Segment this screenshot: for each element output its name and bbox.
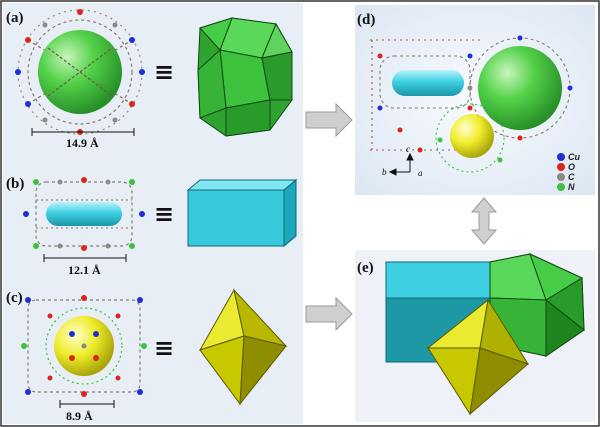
cyan-channel-cylinder-d [392,70,464,96]
core-atoms-c [69,331,99,361]
arrow-d-e-bidirectional [470,197,498,245]
atoms-a [15,9,145,135]
panel-label-e: (e) [357,260,374,276]
panel-c: (c) 8.9 Å ≡ [6,288,288,423]
panel-e: (e) [357,253,585,416]
panel-label-c: (c) [6,290,23,306]
axis-indicator [388,152,414,176]
element-legend: Cu O C N [557,152,580,192]
panel-b: (b) 12.1 Å ≡ [6,176,298,277]
legend-swatch-cu [557,153,565,161]
legend-label-o: O [568,162,575,172]
dimension-label-a: 14.9 Å [66,136,99,150]
cuboctahedron-polyhedron [197,17,293,137]
atoms-d [377,35,573,163]
legend-swatch-o [557,163,565,171]
legend-label-c: C [568,172,575,182]
atoms-b [23,177,145,251]
green-cage-sphere-d [478,46,562,130]
panel-label-a: (a) [6,10,24,26]
dimension-bar-a [31,128,135,136]
yellow-cage-sphere-d [450,114,494,158]
octahedron-assembled [426,298,530,416]
legend-swatch-c [557,173,565,181]
panel-d: (d) c b a Cu [357,12,580,192]
equivalence-symbol-b: ≡ [154,200,174,228]
atoms-c [21,295,147,397]
legend-swatch-n [557,183,565,191]
cross-links-a [47,47,113,97]
legend-label-n: N [568,182,575,192]
panel-label-d: (d) [357,12,375,28]
cyan-channel-cylinder [46,202,122,226]
dimension-bar-c [59,400,115,408]
axis-label-a: a [418,168,423,178]
dimension-bar-b [43,254,127,262]
cuboid-polyhedron [186,178,298,248]
arrow-a-to-d [305,102,353,138]
panel-a: (a) 14.9 Å ≡ [6,9,293,150]
legend-label-cu: Cu [568,152,580,162]
dimension-label-b: 12.1 Å [68,263,101,277]
equivalence-symbol-c: ≡ [154,334,174,362]
axis-label-b: b [382,167,387,177]
equivalence-symbol-a: ≡ [154,58,174,86]
axis-label-c: c [406,144,410,154]
arrow-c-to-e [305,296,353,332]
panel-label-b: (b) [6,176,24,192]
dimension-label-c: 8.9 Å [66,409,93,423]
octahedron-polyhedron [198,288,288,406]
